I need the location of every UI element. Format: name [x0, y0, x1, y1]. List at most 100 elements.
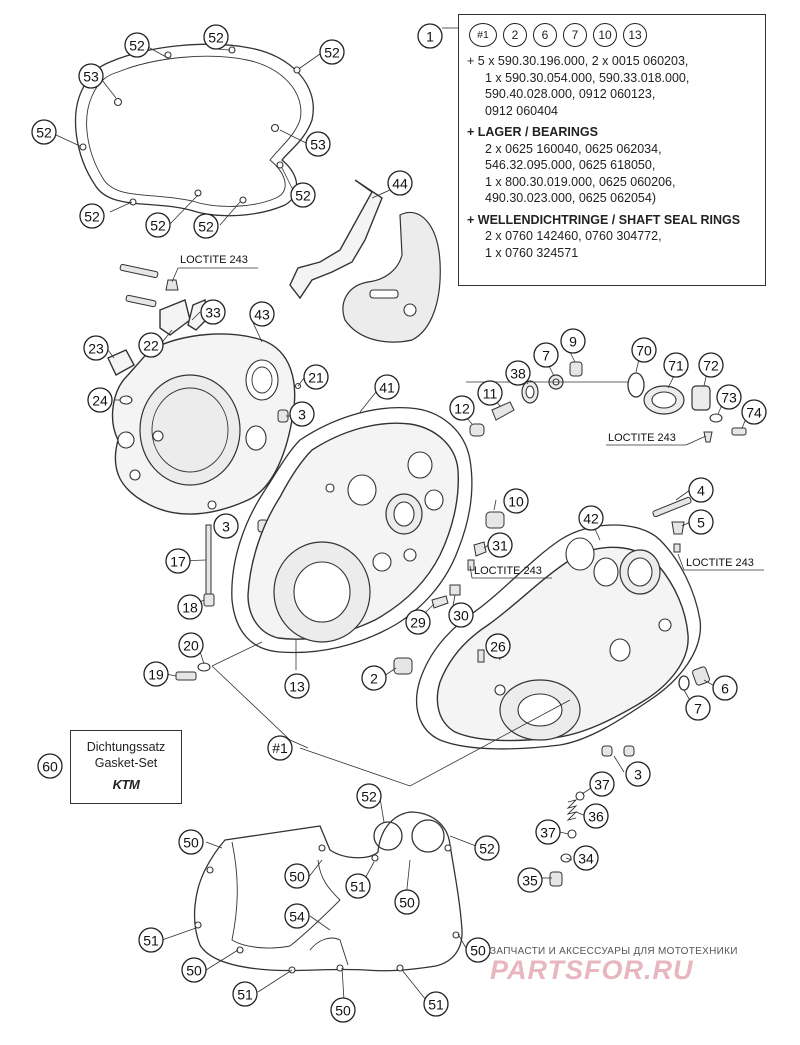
- svg-text:44: 44: [392, 176, 408, 192]
- svg-text:9: 9: [569, 334, 577, 350]
- ktm-logo: KTM: [112, 777, 140, 792]
- svg-text:19: 19: [148, 667, 164, 683]
- svg-text:52: 52: [479, 841, 495, 857]
- callout-72: 72: [698, 352, 724, 378]
- svg-text:52: 52: [36, 125, 52, 141]
- kit-line: 490.30.023.000, 0625 062054): [485, 191, 656, 205]
- small-parts-center: [431, 361, 583, 609]
- kit-callout: 13: [623, 23, 647, 47]
- callout-70: 70: [631, 337, 657, 363]
- gasket-set-title-en: Gasket-Set: [94, 756, 158, 770]
- svg-text:30: 30: [453, 608, 469, 624]
- kit-line: 0912 060404: [485, 103, 558, 118]
- svg-text:53: 53: [83, 69, 99, 85]
- callout-30: 30: [448, 602, 474, 628]
- callout-52: 52: [31, 119, 57, 145]
- svg-text:34: 34: [578, 851, 594, 867]
- kit-line: 1 x 0760 324571: [485, 245, 579, 260]
- kit-callout: 10: [593, 23, 617, 47]
- kit-section-heading: + WELLENDICHTRINGE / SHAFT SEAL RINGS: [467, 212, 741, 227]
- callout-1: 1: [417, 23, 443, 49]
- kit-line: 1 x 800.30.019.000, 0625 060206,: [485, 174, 676, 189]
- loctite-label-left: LOCTITE 243: [180, 254, 248, 266]
- svg-text:72: 72: [703, 358, 719, 374]
- svg-text:60: 60: [42, 759, 58, 775]
- loctite-labels: LOCTITE 243 LOCTITE 243 LOCTITE 243 LOCT…: [171, 254, 764, 579]
- svg-text:70: 70: [636, 343, 652, 359]
- svg-text:51: 51: [350, 879, 366, 895]
- svg-text:52: 52: [208, 30, 224, 46]
- clutch-cover-gasket: [74, 43, 314, 217]
- callout-assembly-ref: #1: [267, 735, 293, 761]
- callout-53: 53: [305, 131, 331, 157]
- watermark-logo: PARTSFOR.RU: [490, 955, 694, 985]
- svg-text:71: 71: [668, 358, 684, 374]
- callout-9: 9: [560, 328, 586, 354]
- svg-text:3: 3: [298, 407, 306, 423]
- svg-text:10: 10: [508, 494, 524, 510]
- callout-53: 53: [78, 63, 104, 89]
- callout-54: 54: [284, 903, 310, 929]
- svg-text:50: 50: [335, 1003, 351, 1019]
- svg-text:22: 22: [143, 338, 159, 354]
- svg-text:52: 52: [361, 789, 377, 805]
- svg-text:50: 50: [183, 835, 199, 851]
- gasket-set-title-de: Dichtungssatz: [86, 740, 166, 754]
- svg-text:37: 37: [594, 777, 610, 793]
- callout-52: 52: [124, 32, 150, 58]
- svg-text:50: 50: [399, 895, 415, 911]
- svg-text:#1: #1: [272, 740, 288, 756]
- callout-50: 50: [181, 957, 207, 983]
- detent-spring-group: [549, 791, 585, 887]
- svg-text:13: 13: [289, 679, 305, 695]
- kit-line: 1 x 590.30.054.000, 590.33.018.000,: [485, 70, 690, 85]
- svg-text:35: 35: [522, 873, 538, 889]
- callout-31: 31: [487, 532, 513, 558]
- svg-text:6: 6: [721, 681, 729, 697]
- callout-50: 50: [465, 937, 491, 963]
- callout-52: 52: [145, 212, 171, 238]
- svg-text:24: 24: [92, 393, 108, 409]
- svg-text:37: 37: [540, 825, 556, 841]
- callout-34: 34: [573, 845, 599, 871]
- callout-33: 33: [200, 299, 226, 325]
- callout-74: 74: [741, 399, 767, 425]
- svg-text:18: 18: [182, 600, 198, 616]
- svg-text:21: 21: [308, 370, 324, 386]
- callout-4: 4: [688, 477, 714, 503]
- callout-36: 36: [583, 803, 609, 829]
- callout-52: 52: [193, 213, 219, 239]
- callout-3: 3: [213, 513, 239, 539]
- callout-51: 51: [423, 991, 449, 1017]
- callout-29: 29: [405, 609, 431, 635]
- callout-35: 35: [517, 867, 543, 893]
- svg-text:52: 52: [324, 45, 340, 61]
- bolts-right: [652, 496, 692, 553]
- kit-callout: 2: [503, 23, 527, 47]
- loctite-label-right: LOCTITE 243: [686, 557, 754, 569]
- kit-line: 2 x 0760 142460, 0760 304772,: [485, 229, 662, 243]
- callout-44: 44: [387, 170, 413, 196]
- callout-20: 20: [178, 632, 204, 658]
- svg-text:52: 52: [295, 188, 311, 204]
- callout-50: 50: [394, 889, 420, 915]
- clutch-cover: [111, 333, 296, 515]
- svg-text:51: 51: [237, 987, 253, 1003]
- svg-text:43: 43: [254, 307, 270, 323]
- svg-text:38: 38: [510, 366, 526, 382]
- callout-21: 21: [303, 364, 329, 390]
- callout-52: 52: [474, 835, 500, 861]
- callout-22: 22: [138, 332, 164, 358]
- loctite-label-seal: LOCTITE 243: [608, 432, 676, 444]
- callout-3: 3: [289, 401, 315, 427]
- kit-line: 546.32.095.000, 0625 618050,: [485, 158, 656, 172]
- svg-text:17: 17: [170, 554, 186, 570]
- svg-text:4: 4: [697, 483, 705, 499]
- callout-43: 43: [249, 301, 275, 327]
- callout-12: 12: [449, 395, 475, 421]
- gasket-set-bottom: [193, 811, 463, 974]
- kit-callout: 7: [563, 23, 587, 47]
- svg-text:41: 41: [379, 380, 395, 396]
